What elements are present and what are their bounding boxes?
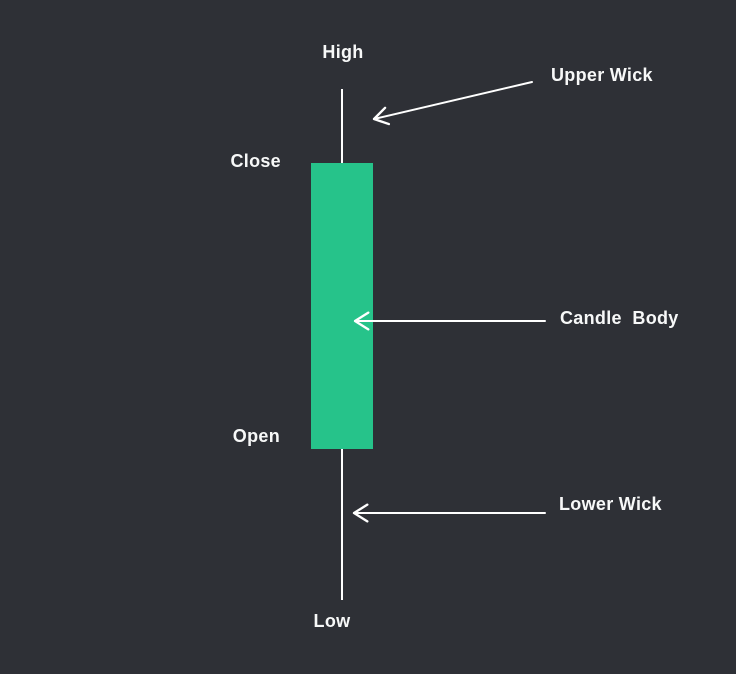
lower-wick-label: Lower Wick [559, 494, 662, 514]
upper-wick-label: Upper Wick [551, 65, 653, 85]
candle-body-label: Candle Body [560, 308, 679, 328]
candle-body-rect [311, 163, 373, 449]
close-label: Close [230, 151, 281, 171]
high-label: High [322, 42, 364, 62]
low-label: Low [313, 611, 351, 631]
open-label: Open [232, 426, 280, 446]
upper-wick-arrow [372, 81, 533, 126]
